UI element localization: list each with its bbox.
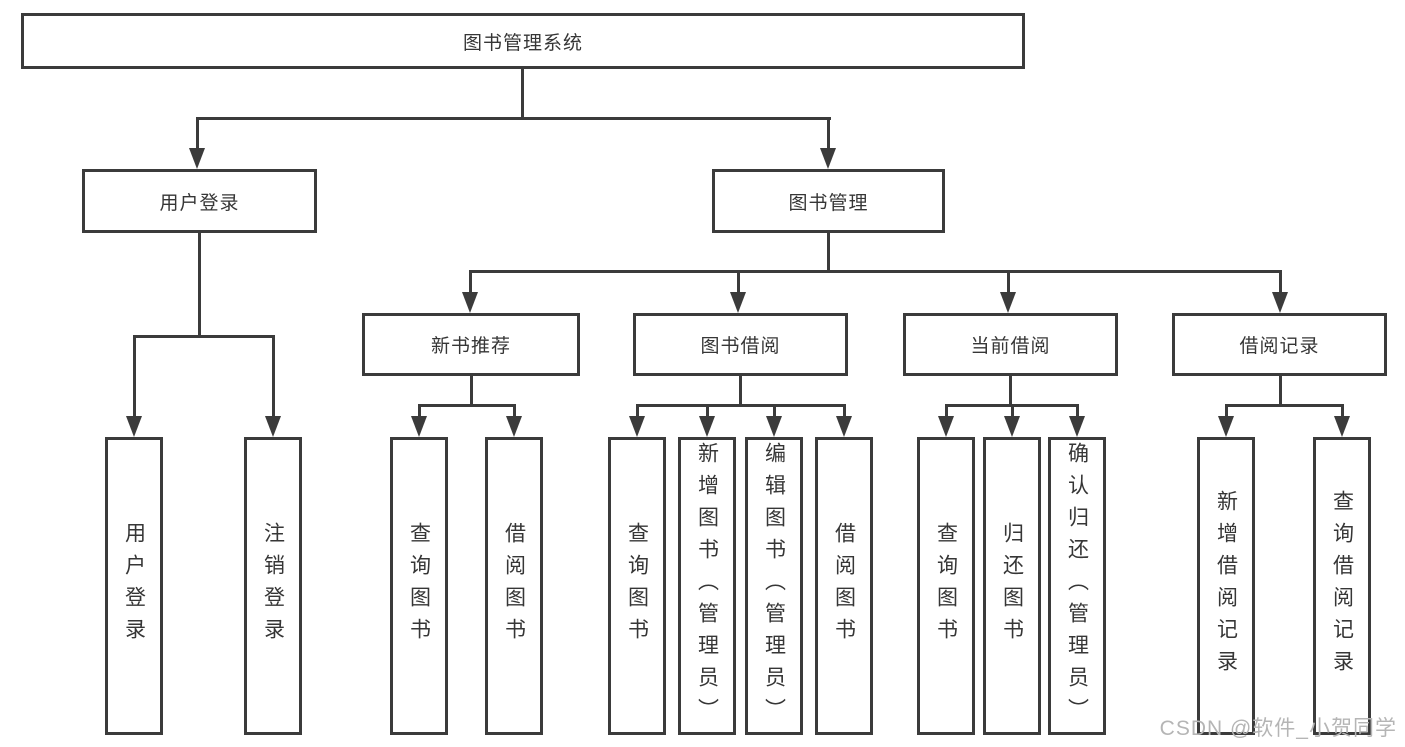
- node-new-book-recommend-label: 新书推荐: [430, 336, 511, 357]
- arrowhead-down-icon: [265, 416, 281, 437]
- arrowhead-down-icon: [462, 292, 478, 313]
- connector-line: [1341, 404, 1344, 418]
- connector-line: [1009, 375, 1012, 405]
- arrowhead-down-icon: [938, 416, 954, 437]
- node-borrow-records: 借阅记录: [1172, 313, 1387, 376]
- leaf-add-books-admin: 新增图书（管理员）: [678, 437, 736, 735]
- leaf-logout-label: 注销登录: [261, 522, 285, 650]
- connector-line: [133, 335, 275, 338]
- connector-line: [773, 404, 776, 418]
- connector-line: [513, 404, 516, 418]
- node-book-borrow-label: 图书借阅: [700, 336, 781, 357]
- connector-line: [1225, 404, 1228, 418]
- connector-line: [706, 404, 709, 418]
- arrowhead-down-icon: [820, 148, 836, 169]
- connector-line: [1279, 270, 1282, 294]
- connector-line: [418, 404, 516, 407]
- leaf-confirm-return-admin-label: 确认归还（管理员）: [1065, 442, 1089, 730]
- leaf-borrow-books-2-label: 借阅图书: [832, 522, 856, 650]
- connector-line: [198, 232, 201, 336]
- connector-line: [1076, 404, 1079, 418]
- leaf-logout: 注销登录: [244, 437, 302, 735]
- arrowhead-down-icon: [1004, 416, 1020, 437]
- arrowhead-down-icon: [411, 416, 427, 437]
- leaf-query-books-2-label: 查询图书: [625, 522, 649, 650]
- connector-line: [1279, 375, 1282, 405]
- connector-line: [1225, 404, 1344, 407]
- connector-line: [272, 335, 275, 418]
- leaf-borrow-books-1: 借阅图书: [485, 437, 543, 735]
- connector-line: [1011, 404, 1014, 418]
- leaf-user-login-label: 用户登录: [122, 522, 146, 650]
- leaf-query-books-3-label: 查询图书: [934, 522, 958, 650]
- node-root: 图书管理系统: [21, 13, 1025, 69]
- leaf-add-borrow-record: 新增借阅记录: [1197, 437, 1255, 735]
- node-current-borrow-label: 当前借阅: [970, 336, 1051, 357]
- leaf-query-books-1: 查询图书: [390, 437, 448, 735]
- leaf-borrow-books-2: 借阅图书: [815, 437, 873, 735]
- node-user-login-label: 用户登录: [159, 192, 240, 214]
- leaf-query-books-1-label: 查询图书: [407, 522, 431, 650]
- connector-line: [418, 404, 421, 418]
- connector-line: [945, 404, 948, 418]
- arrowhead-down-icon: [629, 416, 645, 437]
- leaf-add-books-admin-label: 新增图书（管理员）: [695, 442, 719, 730]
- arrowhead-down-icon: [189, 148, 205, 169]
- arrowhead-down-icon: [766, 416, 782, 437]
- leaf-borrow-books-1-label: 借阅图书: [502, 522, 526, 650]
- leaf-confirm-return-admin: 确认归还（管理员）: [1048, 437, 1106, 735]
- connector-line: [843, 404, 846, 418]
- connector-line: [636, 404, 639, 418]
- leaf-query-books-3: 查询图书: [917, 437, 975, 735]
- arrowhead-down-icon: [1069, 416, 1085, 437]
- leaf-user-login: 用户登录: [105, 437, 163, 735]
- arrowhead-down-icon: [836, 416, 852, 437]
- node-user-login: 用户登录: [82, 169, 317, 233]
- arrowhead-down-icon: [1000, 292, 1016, 313]
- connector-line: [827, 233, 830, 271]
- arrowhead-down-icon: [1272, 292, 1288, 313]
- leaf-query-borrow-record-label: 查询借阅记录: [1330, 490, 1354, 682]
- connector-line: [636, 404, 846, 407]
- connector-line: [469, 270, 472, 294]
- node-current-borrow: 当前借阅: [903, 313, 1118, 376]
- arrowhead-down-icon: [699, 416, 715, 437]
- arrowhead-down-icon: [730, 292, 746, 313]
- arrowhead-down-icon: [1218, 416, 1234, 437]
- arrowhead-down-icon: [1334, 416, 1350, 437]
- leaf-edit-books-admin-label: 编辑图书（管理员）: [762, 442, 786, 730]
- leaf-query-borrow-record: 查询借阅记录: [1313, 437, 1371, 735]
- leaf-add-borrow-record-label: 新增借阅记录: [1214, 490, 1238, 682]
- node-root-label: 图书管理系统: [462, 32, 583, 54]
- node-book-management-label: 图书管理: [788, 192, 869, 214]
- leaf-return-books: 归还图书: [983, 437, 1041, 735]
- connector-line: [196, 117, 199, 150]
- connector-line: [739, 375, 742, 405]
- connector-line: [737, 270, 740, 294]
- connector-line: [470, 375, 473, 405]
- connector-line: [521, 69, 524, 118]
- connector-line: [133, 335, 136, 418]
- leaf-query-books-2: 查询图书: [608, 437, 666, 735]
- watermark: CSDN @软件_小贺同学: [1159, 717, 1397, 740]
- arrowhead-down-icon: [126, 416, 142, 437]
- leaf-return-books-label: 归还图书: [1000, 522, 1024, 650]
- node-book-management: 图书管理: [712, 169, 945, 233]
- connector-line: [196, 117, 831, 120]
- connector-line: [827, 117, 830, 150]
- arrowhead-down-icon: [506, 416, 522, 437]
- node-new-book-recommend: 新书推荐: [362, 313, 580, 376]
- connector-line: [469, 270, 1282, 273]
- connector-line: [1007, 270, 1010, 294]
- node-borrow-records-label: 借阅记录: [1239, 336, 1320, 357]
- leaf-edit-books-admin: 编辑图书（管理员）: [745, 437, 803, 735]
- node-book-borrow: 图书借阅: [633, 313, 848, 376]
